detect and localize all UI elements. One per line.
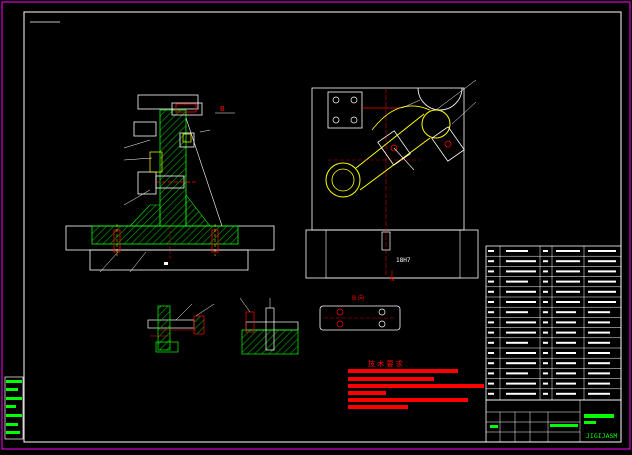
parts-cell-mark [506, 270, 536, 273]
parts-cell-mark [588, 392, 610, 395]
parts-cell-mark [488, 362, 494, 365]
parts-cell-mark [488, 250, 494, 252]
parts-cell-mark [506, 362, 536, 365]
parts-cell-mark [588, 290, 616, 293]
parts-cell-mark [543, 352, 548, 354]
parts-cell-mark [506, 290, 536, 293]
parts-cell-mark [543, 372, 548, 375]
section-label-b: B 向 [352, 294, 364, 302]
parts-cell-mark [488, 290, 494, 293]
parts-cell-mark [543, 311, 548, 314]
parts-cell-mark [556, 331, 576, 334]
parts-cell-mark [488, 392, 494, 395]
parts-cell-mark [588, 341, 610, 344]
parts-cell-mark [506, 382, 536, 385]
parts-cell-mark [506, 311, 528, 314]
parts-cell-mark [556, 372, 576, 375]
parts-cell-mark [506, 352, 536, 354]
parts-cell-mark [506, 331, 536, 334]
view-label-b: B [220, 105, 225, 113]
parts-cell-mark [588, 301, 616, 303]
parts-cell-mark [556, 301, 580, 303]
parts-cell-mark [506, 260, 536, 263]
parts-cell-mark [506, 301, 536, 303]
parts-cell-mark [506, 250, 528, 252]
parts-cell-mark [556, 392, 576, 395]
dim-base-tolerance: 18H7 [396, 257, 411, 264]
parts-cell-mark [543, 280, 548, 283]
parts-cell-mark [556, 341, 576, 344]
parts-cell-mark [588, 352, 610, 354]
parts-cell-mark [588, 260, 616, 263]
detail-view-1[interactable] [147, 303, 215, 353]
parts-cell-mark [556, 290, 580, 293]
detail-view-b[interactable]: B 向 [319, 294, 401, 331]
drawing-code: JIGIJASM [586, 432, 617, 440]
parts-cell-mark [543, 301, 548, 303]
parts-cell-mark [488, 331, 494, 334]
parts-cell-mark [543, 321, 548, 324]
parts-cell-mark [488, 341, 494, 344]
title-block[interactable]: JIGIJASM [485, 399, 622, 443]
parts-cell-mark [556, 250, 580, 252]
parts-cell-mark [506, 372, 528, 375]
parts-cell-mark [588, 331, 610, 334]
parts-cell-mark [488, 260, 494, 263]
parts-cell-mark [543, 362, 548, 365]
front-view[interactable]: B [65, 94, 275, 273]
parts-cell-mark [556, 280, 580, 283]
parts-cell-mark [543, 290, 548, 293]
dim-view-letter: N [390, 276, 395, 283]
parts-cell-mark [556, 321, 576, 324]
parts-cell-mark [488, 280, 494, 283]
parts-cell-mark [506, 321, 536, 324]
left-margin-block [4, 376, 24, 440]
parts-cell-mark [488, 372, 494, 375]
parts-cell-mark [488, 311, 494, 314]
parts-cell-mark [588, 270, 616, 273]
parts-list[interactable] [485, 245, 622, 401]
parts-cell-mark [488, 352, 494, 354]
parts-cell-mark [506, 392, 536, 395]
parts-cell-mark [556, 311, 576, 314]
parts-cell-mark [506, 280, 528, 283]
parts-cell-mark [543, 382, 548, 385]
parts-cell-mark [556, 352, 576, 354]
parts-cell-mark [506, 341, 528, 344]
parts-cell-mark [556, 260, 580, 263]
tech-title: 技 术 要 求 [368, 359, 403, 368]
inner-frame [23, 11, 622, 443]
parts-cell-mark [556, 270, 580, 273]
parts-cell-mark [588, 250, 616, 252]
parts-cell-mark [588, 372, 610, 375]
parts-cell-mark [543, 392, 548, 395]
parts-cell-mark [488, 382, 494, 385]
parts-cell-mark [488, 321, 494, 324]
parts-cell-mark [588, 321, 610, 324]
parts-cell-mark [488, 301, 494, 303]
parts-cell-mark [543, 331, 548, 334]
parts-cell-mark [488, 270, 494, 273]
detail-view-2[interactable] [239, 297, 299, 355]
parts-cell-mark [588, 382, 610, 385]
parts-cell-mark [543, 270, 548, 273]
parts-cell-mark [543, 260, 548, 263]
parts-cell-mark [588, 311, 610, 314]
top-view[interactable]: 18H7 N [305, 79, 479, 283]
parts-cell-mark [543, 250, 548, 252]
parts-cell-mark [588, 280, 616, 283]
technical-requirements: 技 术 要 求 [348, 359, 484, 409]
parts-cell-mark [556, 362, 576, 365]
parts-cell-mark [556, 382, 576, 385]
parts-cell-mark [543, 341, 548, 344]
parts-cell-mark [588, 362, 610, 365]
